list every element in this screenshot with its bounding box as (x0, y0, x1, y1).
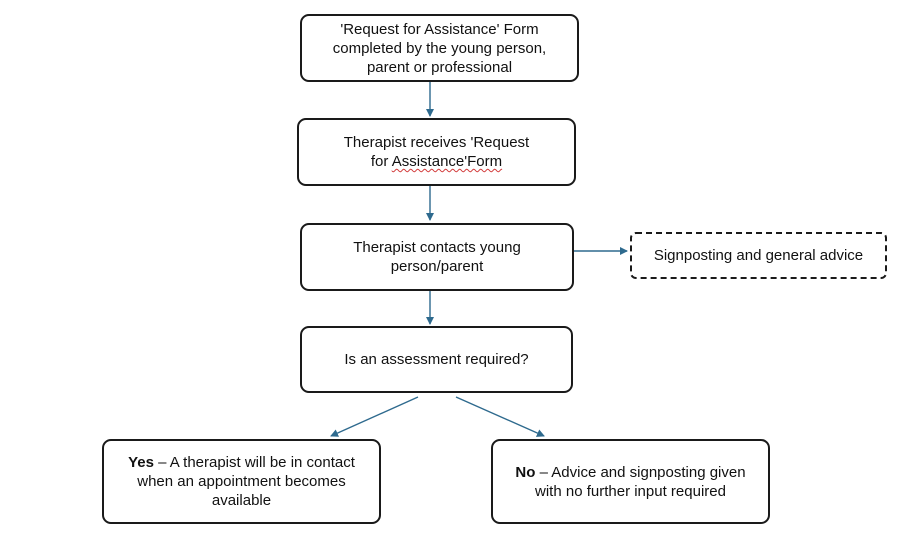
no-outcome-line1: No – Advice and signposting given (515, 463, 745, 482)
therapist-receives-line2-prefix: for (370, 153, 392, 170)
therapist-receives-line2: for Assistance'Form (344, 152, 529, 171)
yes-outcome-line2: when an appointment becomes (137, 473, 346, 490)
therapist-receives-node: Therapist receives 'Request for Assistan… (297, 118, 576, 186)
assessment-question-node: Is an assessment required? (300, 326, 573, 393)
therapist-contacts-line1: Therapist contacts young (353, 239, 521, 256)
yes-outcome-node: Yes – A therapist will be in contact whe… (102, 439, 381, 524)
therapist-contacts-node: Therapist contacts young person/parent (300, 223, 574, 291)
no-outcome-line1-rest: – Advice and signposting given (535, 463, 746, 481)
request-form-line3: parent or professional (366, 58, 513, 76)
request-form-line2: completed by the young person, (332, 39, 547, 57)
yes-outcome-line1-rest: – A therapist will be in contact (153, 454, 355, 471)
request-form-node: 'Request for Assistance' Form completed … (300, 14, 579, 82)
assessment-question-label: Is an assessment required? (344, 351, 529, 368)
signposting-node: Signposting and general advice (630, 232, 887, 279)
yes-outcome-line1: Yes – A therapist will be in contact (128, 453, 355, 472)
request-form-line1: 'Request for Assistance' Form (340, 20, 539, 38)
arrow-assessment-to-yes (330, 396, 419, 437)
no-label: No (515, 463, 536, 481)
yes-outcome-line3: available (211, 492, 272, 509)
yes-label: Yes (128, 454, 154, 471)
therapist-contacts-line2: person/parent (390, 258, 484, 275)
therapist-receives-line2-spellchecked: Assistance'Form (391, 153, 503, 170)
arrow-assessment-to-no (455, 396, 545, 437)
signposting-label: Signposting and general advice (653, 247, 864, 264)
no-outcome-line2: with no further input required (535, 482, 726, 500)
therapist-receives-line1: Therapist receives 'Request (343, 134, 530, 151)
no-outcome-node: No – Advice and signposting given with n… (491, 439, 770, 524)
